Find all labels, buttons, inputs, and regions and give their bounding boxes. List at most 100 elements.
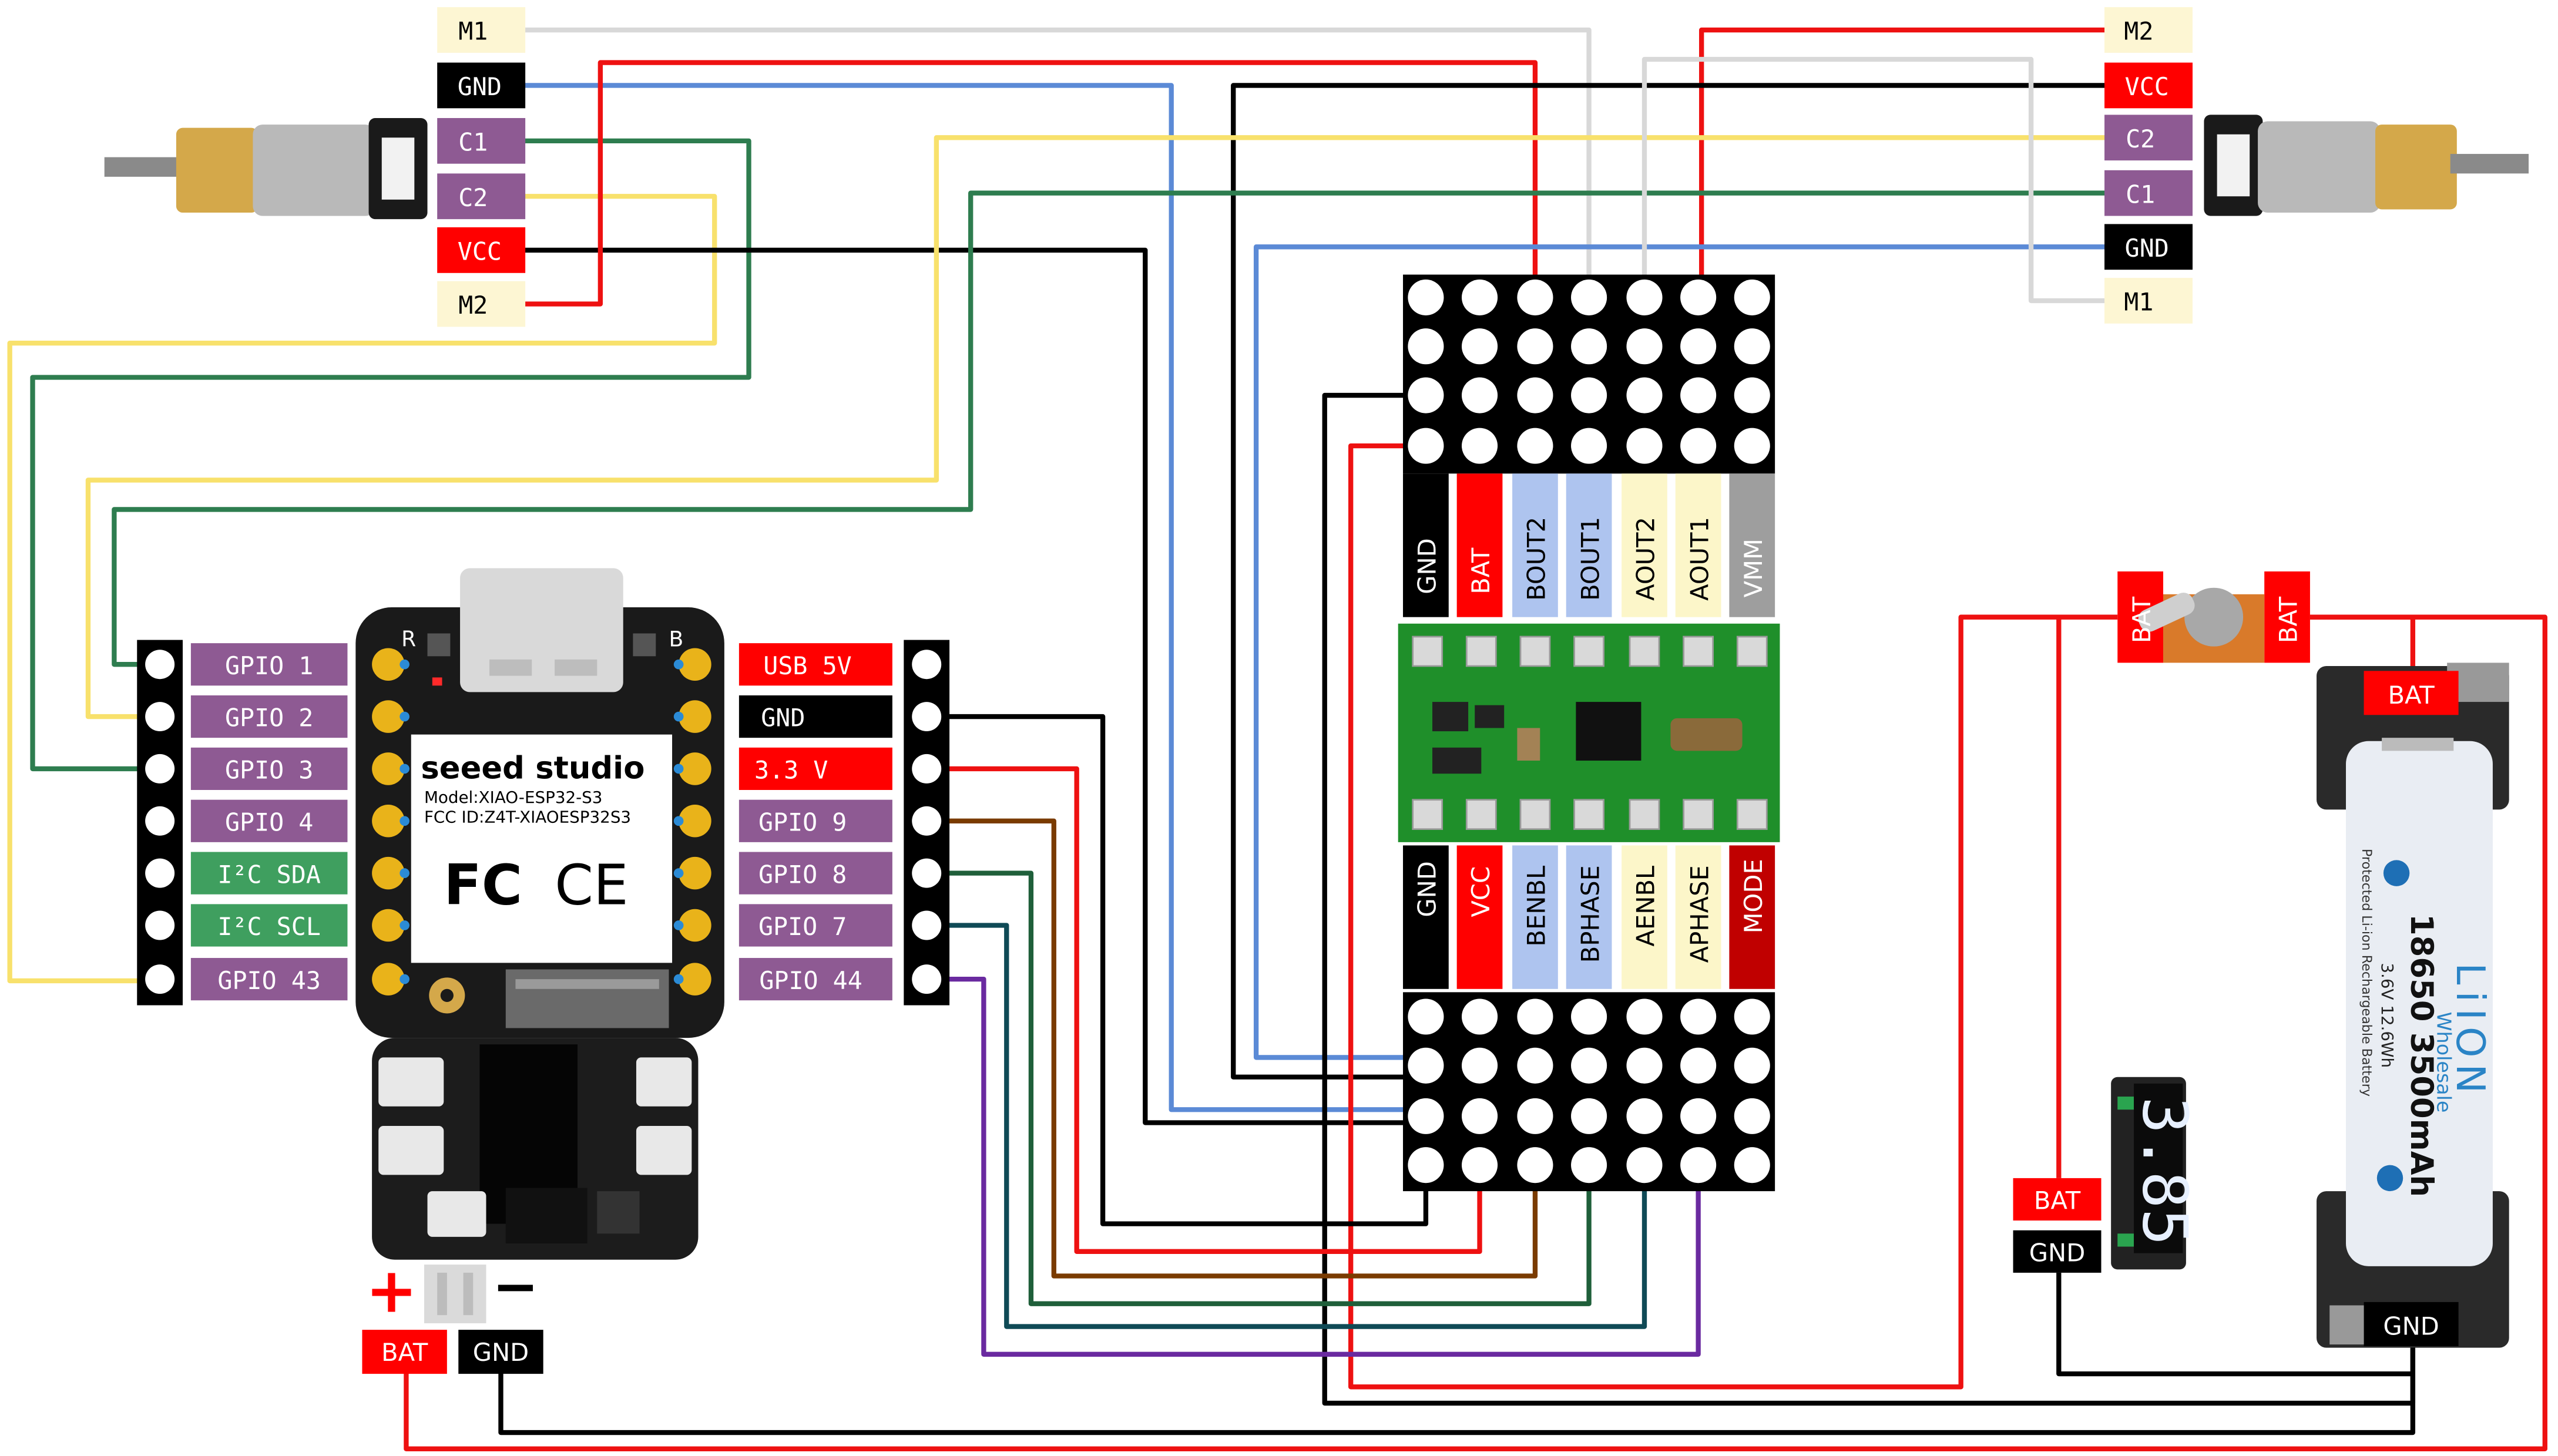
xiao-left-pin-7: GPIO 43	[217, 966, 321, 995]
wire-right-m1	[1641, 56, 2108, 304]
battery-spec: 3.6V 12.6Wh	[2378, 963, 2397, 1068]
xiao-left-pin-5: I²C SDA	[217, 860, 321, 889]
driver-bottom-label-mode: MODE	[1739, 859, 1768, 933]
left-pin-m1: M1	[458, 17, 488, 46]
left-pin-m1-box	[437, 7, 526, 53]
driver-top-label-bat: BAT	[1466, 547, 1495, 594]
xiao-right-pin-3: 3.3 V	[754, 756, 828, 785]
wire-switch-bat	[404, 614, 2547, 1452]
left-motor	[104, 117, 428, 220]
left-pin-vcc: VCC	[458, 237, 502, 266]
battery-connector-bat: BAT	[381, 1338, 428, 1367]
left-pin-c2-box	[437, 173, 526, 220]
wire-left-vcc	[519, 247, 1426, 1125]
battery-holder: 18650 3500mAh 3.6V 12.6Wh Protected Li-i…	[2317, 663, 2509, 1348]
battery-minus-sign: −	[492, 1254, 539, 1319]
wire-driver-bat	[1348, 443, 2118, 1390]
xiao-esp32s3: R B seeed studio Model:XIAO-ESP32-S3 FCC…	[137, 568, 950, 1260]
wire-left-c1	[30, 138, 751, 772]
wire-xiao-3v3	[926, 766, 1482, 1255]
wire-gnd-chain	[498, 1347, 2416, 1435]
left-pin-c1: C1	[458, 128, 488, 157]
xiao-left-pin-3: GPIO 3	[225, 756, 313, 785]
wire-xiao-gpio7	[926, 923, 1647, 1329]
right-pin-gnd: GND	[2125, 234, 2169, 263]
fc-mark: FC	[444, 853, 522, 917]
xiao-fcc: FCC ID:Z4T-XIAOESP32S3	[424, 808, 631, 827]
battery-sub: Wholesale	[2433, 1012, 2456, 1113]
wire-left-gnd	[519, 83, 1426, 1112]
battery-bottom-label: GND	[2383, 1312, 2439, 1340]
battery-brand: LiION	[2448, 963, 2493, 1099]
xiao-model: Model:XIAO-ESP32-S3	[424, 788, 602, 807]
wire-xiao-gnd	[926, 714, 1429, 1226]
wire-right-gnd	[1253, 244, 2108, 1060]
right-pin-m1: M1	[2124, 288, 2153, 317]
left-motor-pins: M1 GND C1 C2 VCC M2	[437, 7, 526, 327]
xiao-brand: seeed studio	[421, 751, 644, 786]
right-motor-pins: M2 VCC C2 C1 GND M1	[2104, 7, 2193, 324]
battery-top-label: BAT	[2388, 681, 2435, 709]
left-pin-m2-box	[437, 281, 526, 327]
driver-top-label-gnd: GND	[1413, 538, 1442, 594]
left-pin-gnd: GND	[458, 72, 502, 101]
xiao-left-pin-2: GPIO 2	[225, 704, 313, 732]
right-pin-c1: C1	[2126, 180, 2155, 209]
motor-body	[253, 125, 375, 216]
xiao-right-pin-5: GPIO 8	[758, 860, 847, 889]
driver-bottom-label-vcc: VCC	[1466, 866, 1495, 917]
wire-switch-to-battery	[2309, 614, 2416, 670]
shield-can	[411, 734, 673, 963]
fpc-connector	[505, 969, 669, 1028]
switch-left-label: BAT	[2127, 596, 2156, 643]
driver-bottom-label-benbl: BENBL	[1522, 866, 1551, 947]
driver-bottom-label-bphase: BPHASE	[1576, 865, 1604, 963]
toggle-switch: BAT BAT	[2117, 571, 2310, 663]
wire-xiao-gpio9	[926, 818, 1538, 1279]
right-motor	[2204, 115, 2529, 216]
driver-bottom-label-aenbl: AENBL	[1632, 866, 1660, 947]
right-pin-m2: M2	[2124, 17, 2153, 46]
jst-connector	[424, 1265, 486, 1324]
motor-shaft	[104, 157, 183, 177]
xiao-left-pin-4: GPIO 4	[225, 808, 313, 836]
xiao-left-pin-6: I²C SCL	[217, 912, 321, 941]
driver-bottom-label-aphase: APHASE	[1685, 865, 1714, 963]
driver-top-label-vmm: VMM	[1739, 539, 1768, 597]
wire-left-c2	[7, 194, 717, 984]
right-pin-c2: C2	[2126, 125, 2155, 153]
wire-meter-gnd	[2056, 1272, 2413, 1377]
left-pin-c1-box	[437, 117, 526, 164]
driver-top-label-bout2: BOUT2	[1522, 517, 1551, 601]
left-pin-c2: C2	[458, 183, 488, 212]
driver-top-label-aout1: AOUT1	[1685, 517, 1714, 601]
battery-desc: Protected Li-ion Rechargeable Battery	[2359, 849, 2374, 1097]
left-pin-m2: M2	[458, 291, 488, 320]
wire-xiao-gpio8	[926, 870, 1592, 1306]
battery-plus-icon	[2383, 860, 2410, 886]
wire-right-c1	[112, 190, 2108, 667]
wire-xiao-gpio44	[926, 976, 1701, 1357]
battery-minus-icon	[2376, 1165, 2403, 1192]
xiao-right-pin-7: GPIO 44	[759, 966, 862, 995]
xiao-right-pin-2: GND	[761, 704, 805, 732]
battery-connector: + − BAT GND	[362, 1254, 543, 1374]
driver-bottom-label-gnd: GND	[1413, 861, 1442, 917]
usb-c-port	[460, 568, 623, 692]
right-pin-vcc: VCC	[2125, 72, 2169, 101]
switch-lever	[2138, 593, 2195, 632]
xiao-right-pin-4: GPIO 9	[758, 808, 847, 836]
motor-gearbox	[176, 127, 258, 213]
voltmeter-gnd-label: GND	[2029, 1239, 2085, 1267]
left-pin-vcc-box	[437, 227, 526, 273]
left-pin-gnd-box	[437, 62, 526, 109]
xiao-button-r: R	[401, 627, 416, 652]
battery-cell	[2346, 741, 2493, 1266]
wire-right-vcc	[1231, 83, 2108, 1080]
ce-mark: CE	[555, 853, 629, 917]
battery-type: 18650 3500mAh	[2403, 914, 2439, 1197]
wire-right-c2	[85, 135, 2108, 719]
